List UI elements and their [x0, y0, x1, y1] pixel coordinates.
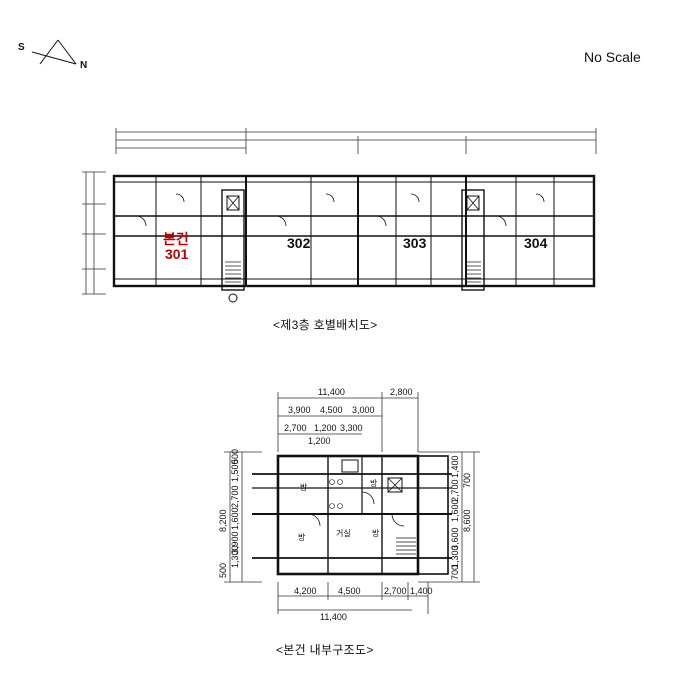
unit-302-number: 302 [287, 235, 311, 251]
dim-top-2-b: 4,500 [320, 405, 343, 415]
dim-top-4-a: 1,200 [308, 436, 331, 446]
dim-right-2: 2,700 [450, 479, 460, 502]
dim-bottom-4: 1,400 [410, 586, 433, 596]
unit-plan-caption: <본건 내부구조도> [276, 643, 374, 657]
dim-left-1: 500 [230, 449, 240, 464]
dim-left-6: 1,300 [230, 545, 240, 568]
dim-right-7: 700 [462, 473, 472, 488]
dim-top-3-a: 2,700 [284, 423, 307, 433]
unit-301-number: 301 [165, 246, 189, 262]
room-label-4: 방 [372, 528, 380, 538]
dim-right-4: 3,600 [450, 527, 460, 550]
dim-left-5: 3,900 [230, 531, 240, 554]
unit-interior-plan: 11,400 2,800 3,900 4,500 3,000 2,700 1,2… [218, 387, 480, 622]
dim-top-3-c: 3,300 [340, 423, 363, 433]
dim-right-total: 8,600 [462, 509, 472, 532]
dim-top-stair: 2,800 [390, 387, 413, 397]
dim-bottom-2: 4,500 [338, 586, 361, 596]
unit-304-number: 304 [524, 235, 548, 251]
dim-top-3-b: 1,200 [314, 423, 337, 433]
unit-303-number: 303 [403, 235, 427, 251]
unit-301-tag: 본건 [163, 231, 189, 247]
dim-left-2: 1,500 [230, 459, 240, 482]
compass-south-label: S [18, 42, 25, 53]
dim-left-4: 1,600 [230, 507, 240, 530]
dim-right-1: 1,400 [450, 455, 460, 478]
compass-north-label: N [80, 60, 88, 71]
dim-left-total: 8,200 [218, 509, 228, 532]
dim-top-2-c: 3,000 [352, 405, 375, 415]
dim-right-3: 1,600 [450, 499, 460, 522]
compass: S N [18, 38, 98, 78]
compass-arrow-icon [31, 39, 77, 65]
dim-left-3: 2,700 [230, 485, 240, 508]
dim-right-6: 700 [450, 565, 460, 580]
floor-layout-plan [82, 128, 597, 303]
room-label-living: 거실 [336, 528, 351, 538]
dim-top-width: 11,400 [318, 387, 345, 397]
dim-right-5: 1,300 [450, 545, 460, 568]
room-label-3: 방 [298, 532, 306, 542]
room-label-1: 방 [300, 482, 308, 492]
scale-note: No Scale [584, 49, 641, 65]
dim-bottom-1: 4,200 [294, 586, 317, 596]
dim-bottom-3: 2,700 [384, 586, 407, 596]
dim-left-7: 500 [218, 563, 228, 578]
room-label-2: 방 [370, 478, 378, 488]
dim-top-2-a: 3,900 [288, 405, 311, 415]
dim-bottom-total: 11,400 [320, 612, 347, 622]
floor-plan-caption: <제3층 호별배치도> [273, 318, 378, 332]
